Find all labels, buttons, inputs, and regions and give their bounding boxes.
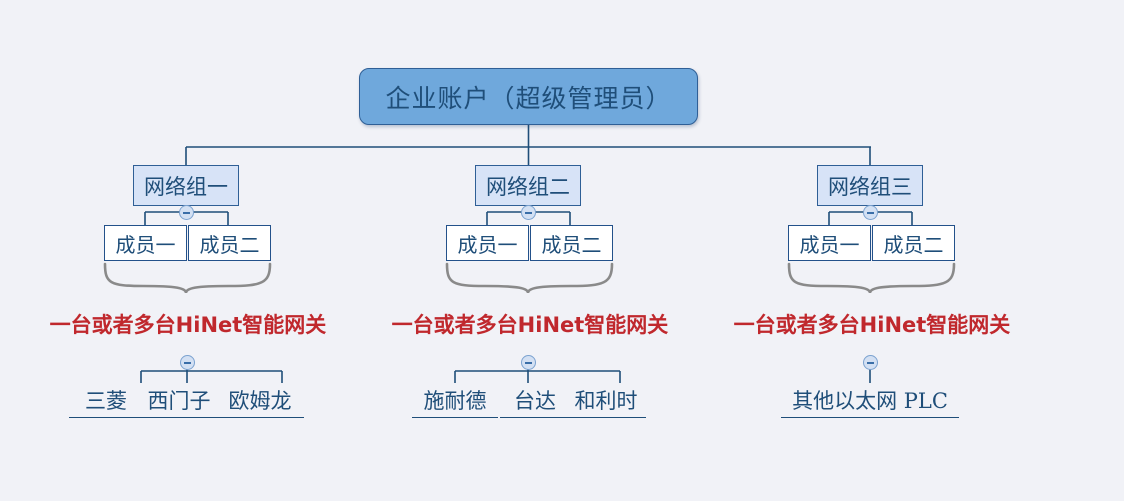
brace-group-3 — [787, 262, 956, 294]
collapse-toggle-devices-3[interactable] — [863, 355, 878, 370]
group-node-network-group-3[interactable]: 网络组三 — [817, 165, 923, 206]
collapse-toggle-group-1[interactable] — [179, 205, 194, 220]
gateway-caption-group-1: 一台或者多台HiNet智能网关 — [49, 313, 327, 337]
device-node-group-3-item-1[interactable]: 其他以太网 PLC — [781, 386, 959, 418]
device-node-group-1-item-2[interactable]: 西门子 — [142, 386, 216, 418]
collapse-toggle-devices-2[interactable] — [521, 355, 536, 370]
gateway-caption-group-3: 一台或者多台HiNet智能网关 — [733, 313, 1011, 337]
member-node-group-2-member-2[interactable]: 成员二 — [530, 225, 613, 261]
root-node-enterprise-account[interactable]: 企业账户（超级管理员） — [359, 68, 698, 125]
gateway-caption-group-2: 一台或者多台HiNet智能网关 — [391, 313, 669, 337]
device-node-group-1-item-1[interactable]: 三菱 — [69, 386, 143, 418]
member-node-group-1-member-1[interactable]: 成员一 — [104, 225, 187, 261]
group-node-label: 网络组三 — [828, 174, 912, 199]
member-node-group-3-member-2[interactable]: 成员二 — [872, 225, 955, 261]
member-node-group-1-member-2[interactable]: 成员二 — [188, 225, 271, 261]
member-node-label: 成员一 — [457, 232, 518, 257]
device-node-group-2-item-2[interactable]: 台达 — [500, 386, 570, 418]
member-node-group-2-member-1[interactable]: 成员一 — [446, 225, 529, 261]
device-node-group-1-item-3[interactable]: 欧姆龙 — [216, 386, 304, 418]
member-node-label: 成员二 — [199, 232, 260, 257]
member-node-label: 成员一 — [799, 232, 860, 257]
group-node-label: 网络组二 — [486, 174, 570, 199]
brace-group-1 — [103, 262, 272, 294]
device-node-group-2-item-3[interactable]: 和利时 — [566, 386, 646, 418]
collapse-toggle-devices-1[interactable] — [180, 355, 195, 370]
member-node-label: 成员二 — [883, 232, 944, 257]
group-node-network-group-1[interactable]: 网络组一 — [133, 165, 239, 206]
group-node-label: 网络组一 — [144, 174, 228, 199]
collapse-toggle-group-3[interactable] — [863, 205, 878, 220]
collapse-toggle-group-2[interactable] — [521, 205, 536, 220]
group-node-network-group-2[interactable]: 网络组二 — [475, 165, 581, 206]
device-node-group-2-item-1[interactable]: 施耐德 — [412, 386, 498, 418]
member-node-label: 成员二 — [541, 232, 602, 257]
member-node-group-3-member-1[interactable]: 成员一 — [788, 225, 871, 261]
member-node-label: 成员一 — [115, 232, 176, 257]
root-node-label: 企业账户（超级管理员） — [385, 83, 672, 113]
brace-group-2 — [445, 262, 614, 294]
